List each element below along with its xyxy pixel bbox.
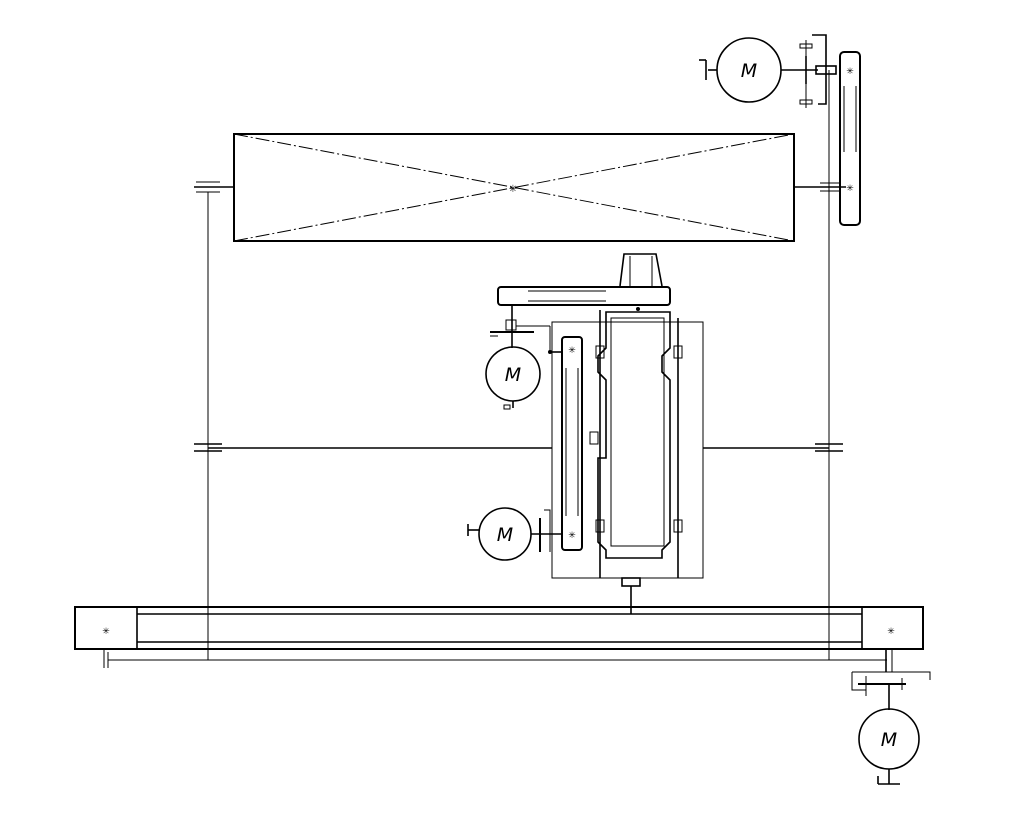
drum-left-shaft [194,181,234,193]
motor-bottom-right-label: M [881,729,897,751]
pulley-mark-icon: ✳ [568,531,576,541]
housing-top-cap [619,253,663,287]
bottom-right-drive: M [851,649,931,785]
center-lower-drive: M [467,507,562,561]
pulley-mark-icon: ✳ [846,184,854,194]
pulley-mark-icon: ✳ [846,67,854,77]
pulley-mark-icon: ✳ [568,346,576,356]
drum-right-shaft [794,182,846,192]
motor-center-lower-label: M [497,524,513,546]
bottom-belt: ✳ ✳ [74,606,924,668]
drum-frame: ✳ [233,133,795,242]
center-upper-drive: M [485,305,551,410]
pulley-mark-icon: ✳ [887,627,895,637]
motor-top-right-label: M [741,60,757,82]
central-housing [551,310,704,614]
left-column [194,192,222,660]
top-right-drive: M ✳ ✳ [699,34,861,226]
upper-horizontal-belt [497,286,671,311]
right-column [815,70,843,660]
inner-vertical-belt: ✳ ✳ [548,336,583,551]
top-right-belt [839,51,861,226]
center-mark-icon: ✳ [509,184,517,195]
pulley-mark-icon: ✳ [102,627,110,637]
motor-center-upper-label: M [505,364,521,386]
